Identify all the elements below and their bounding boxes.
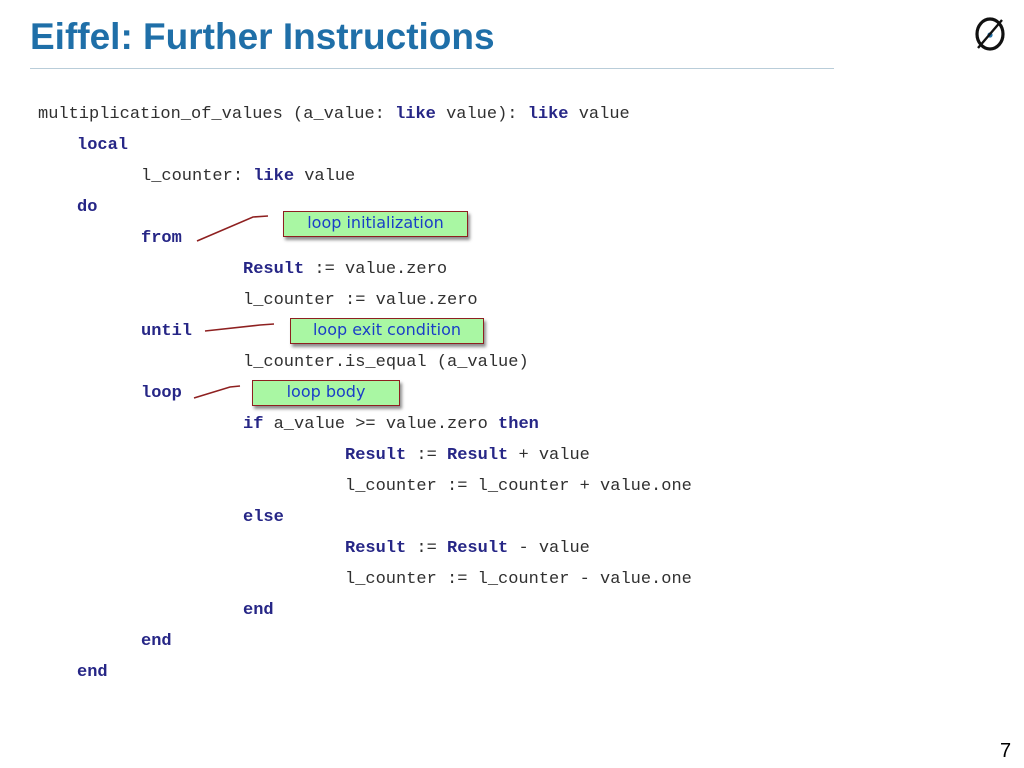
- code-text: l_counter:: [141, 167, 254, 186]
- code-line-exit-expr: l_counter.is_equal (a_value): [243, 353, 529, 373]
- code-text: l_counter.is_equal (a_value): [243, 353, 529, 372]
- code-text: :=: [406, 446, 448, 465]
- callout-loop-body: loop body: [252, 380, 400, 406]
- code-text: l_counter := l_counter + value.one: [345, 477, 692, 496]
- keyword-local: local: [77, 136, 129, 155]
- code-text: multiplication_of_values (a_value:: [38, 105, 396, 124]
- keyword-do: do: [77, 198, 98, 217]
- keyword-result: Result: [345, 539, 407, 558]
- slide-title: Eiffel: Further Instructions: [30, 16, 495, 57]
- page-number: 7: [1000, 740, 1012, 762]
- code-text: := value.zero: [304, 260, 448, 279]
- keyword-loop: loop: [141, 384, 182, 403]
- code-line-counter-dec: l_counter := l_counter - value.one: [345, 570, 692, 590]
- keyword-result: Result: [345, 446, 407, 465]
- code-line-else: else: [243, 508, 284, 528]
- code-text: value):: [435, 105, 528, 124]
- keyword-if: if: [243, 415, 264, 434]
- keyword-like: like: [395, 105, 436, 124]
- code-line-end-routine: end: [77, 663, 108, 683]
- keyword-end: end: [243, 601, 274, 620]
- code-text: value: [294, 167, 356, 186]
- keyword-then: then: [498, 415, 539, 434]
- eiffel-logo-icon: [975, 17, 1005, 51]
- keyword-like: like: [253, 167, 295, 186]
- code-line-signature: multiplication_of_values (a_value: like …: [38, 105, 630, 125]
- code-line-local: local: [77, 136, 128, 156]
- callout-loop-exit-condition: loop exit condition: [290, 318, 484, 344]
- callout-loop-initialization: loop initialization: [283, 211, 468, 237]
- code-line-from: from: [141, 229, 182, 249]
- code-line-end-loop: end: [141, 632, 172, 652]
- code-line-until: until: [141, 322, 192, 342]
- code-text: a_value >= value.zero: [263, 415, 499, 434]
- code-text: value: [568, 105, 630, 124]
- code-text: - value: [508, 539, 590, 558]
- keyword-until: until: [141, 322, 193, 341]
- code-line-counter-init: l_counter := value.zero: [243, 291, 478, 311]
- code-line-result-sub: Result := Result - value: [345, 539, 590, 559]
- code-line-if: if a_value >= value.zero then: [243, 415, 539, 435]
- keyword-end: end: [77, 663, 108, 682]
- code-line-loop: loop: [141, 384, 182, 404]
- title-divider: [30, 68, 834, 69]
- keyword-from: from: [141, 229, 182, 248]
- code-line-do: do: [77, 198, 97, 218]
- code-text: l_counter := l_counter - value.one: [345, 570, 692, 589]
- keyword-else: else: [243, 508, 284, 527]
- keyword-like: like: [527, 105, 569, 124]
- keyword-result: Result: [243, 260, 305, 279]
- code-line-end-if: end: [243, 601, 274, 621]
- code-text: l_counter := value.zero: [243, 291, 478, 310]
- code-text: + value: [508, 446, 590, 465]
- code-line-counter-inc: l_counter := l_counter + value.one: [345, 477, 692, 497]
- code-text: :=: [406, 539, 448, 558]
- code-line-local-decl: l_counter: like value: [141, 167, 355, 187]
- keyword-result: Result: [447, 446, 509, 465]
- code-line-result-init: Result := value.zero: [243, 260, 447, 280]
- keyword-end: end: [141, 632, 172, 651]
- keyword-result: Result: [447, 539, 509, 558]
- code-line-result-add: Result := Result + value: [345, 446, 590, 466]
